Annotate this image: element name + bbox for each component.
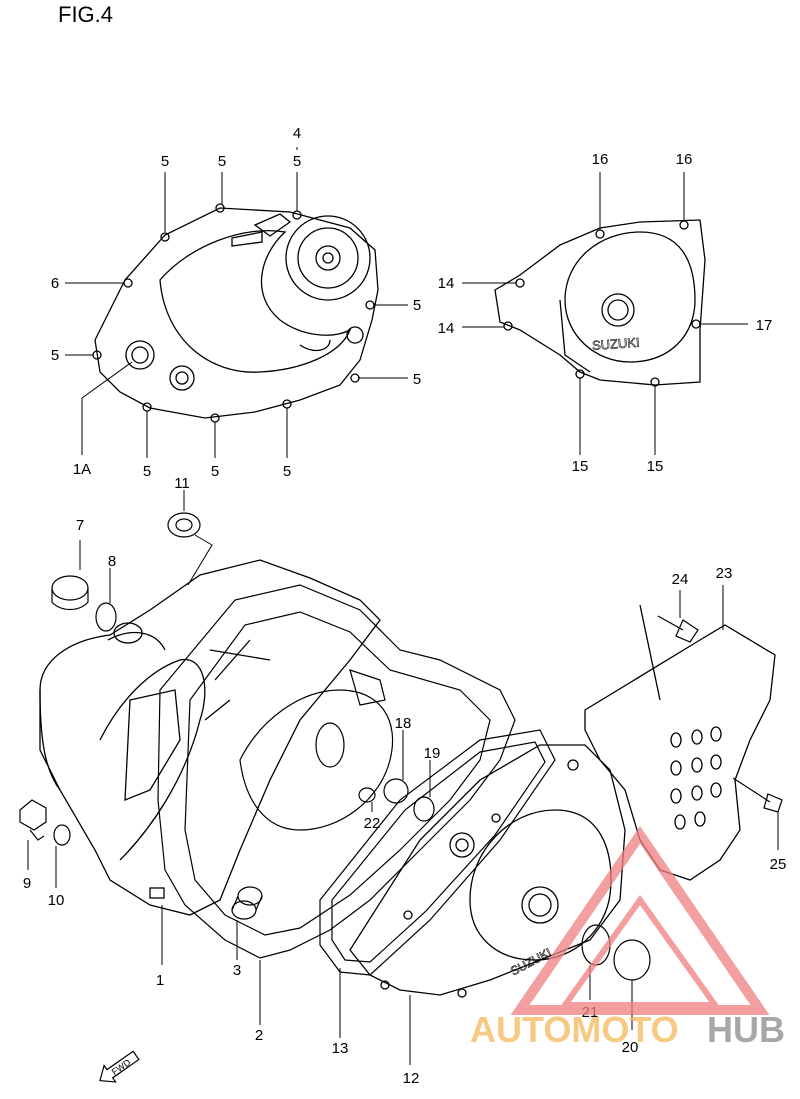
callout: 13 — [332, 1040, 349, 1057]
callout-labels: 4 5 5 5 5 5 5 5 5 5 6 1A 14 14 15 15 16 … — [23, 125, 787, 1087]
magneto-cover: SUZUKI — [349, 744, 626, 998]
callout: 12 — [403, 1070, 420, 1087]
callout: 5 — [218, 153, 226, 170]
watermark-triangle — [510, 826, 770, 1015]
callout: 5 — [51, 347, 59, 364]
callout: 18 — [395, 715, 412, 732]
figure-title: FIG.4 — [58, 2, 114, 27]
fwd-arrow: FWD — [99, 1050, 140, 1083]
callout: 5 — [413, 371, 421, 388]
right-crankcase-cover — [39, 559, 381, 916]
callout: 25 — [770, 856, 787, 873]
magneto-cover-outline: SUZUKI — [494, 219, 706, 387]
callout: 5 — [283, 463, 291, 480]
callout: 16 — [592, 151, 609, 168]
callout: 15 — [647, 458, 664, 475]
leader-lines — [27, 147, 779, 1065]
automotohub-watermark: AUTOMOTO HUB — [470, 826, 785, 1050]
callout: 7 — [76, 517, 84, 534]
clutch-cover-outline — [92, 203, 379, 423]
watermark-text-hub: HUB — [707, 1009, 785, 1050]
watermark-text-automoto: AUTOMOTO — [470, 1009, 679, 1050]
callout: 17 — [756, 317, 773, 334]
callout: 5 — [161, 153, 169, 170]
callout: 5 — [143, 463, 151, 480]
callout: 10 — [48, 892, 65, 909]
callout: 14 — [438, 275, 455, 292]
callout: 20 — [622, 1039, 639, 1056]
callout: 16 — [676, 151, 693, 168]
callout: 5 — [293, 153, 301, 170]
callout: 8 — [108, 553, 116, 570]
cover-gasket — [157, 584, 516, 959]
callout: 5 — [413, 297, 421, 314]
callout: 5 — [211, 463, 219, 480]
embossed-suzuki-small: SUZUKI — [592, 335, 641, 353]
callout: 14 — [438, 320, 455, 337]
callout: 15 — [572, 458, 589, 475]
callout: 1 — [156, 972, 164, 989]
callout: 1A — [73, 461, 91, 478]
callout: 3 — [233, 962, 241, 979]
engine-sprocket-cover — [584, 604, 776, 881]
callout: 4 — [293, 125, 301, 142]
callout: 22 — [364, 815, 381, 832]
small-hardware — [19, 512, 783, 981]
callout: 24 — [672, 571, 689, 588]
callout: 2 — [255, 1027, 263, 1044]
callout: 9 — [23, 875, 31, 892]
dowel-pin — [231, 886, 263, 920]
callout: 23 — [716, 565, 733, 582]
magneto-cover-gasket — [319, 729, 556, 976]
callout: 19 — [424, 745, 441, 762]
callout: 6 — [51, 275, 59, 292]
callout: 11 — [174, 475, 190, 492]
